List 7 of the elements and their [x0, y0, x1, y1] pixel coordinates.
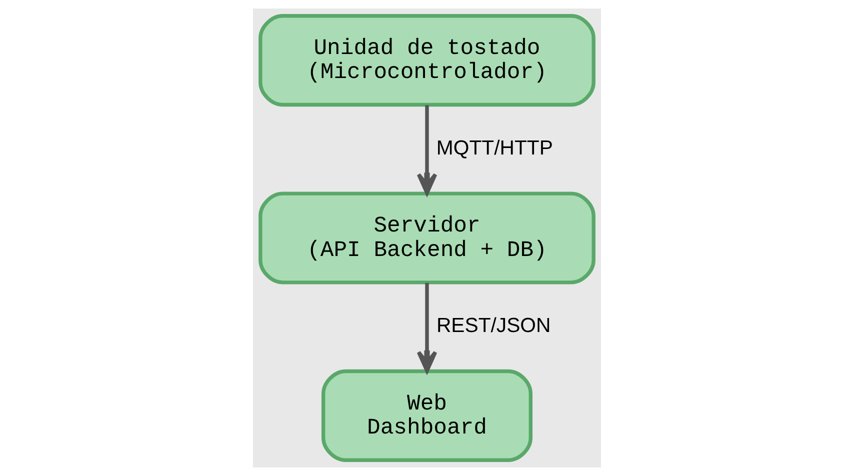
arrow — [416, 105, 437, 195]
edge-label: REST/JSON — [436, 315, 550, 338]
node-box: Web Dashboard — [320, 369, 532, 462]
node-box: Unidad de tostado (Microcontrolador) — [258, 14, 595, 107]
node-box: Servidor (API Backend + DB) — [258, 192, 595, 284]
edge-label: MQTT/HTTP — [436, 137, 552, 160]
arrow — [416, 282, 437, 373]
